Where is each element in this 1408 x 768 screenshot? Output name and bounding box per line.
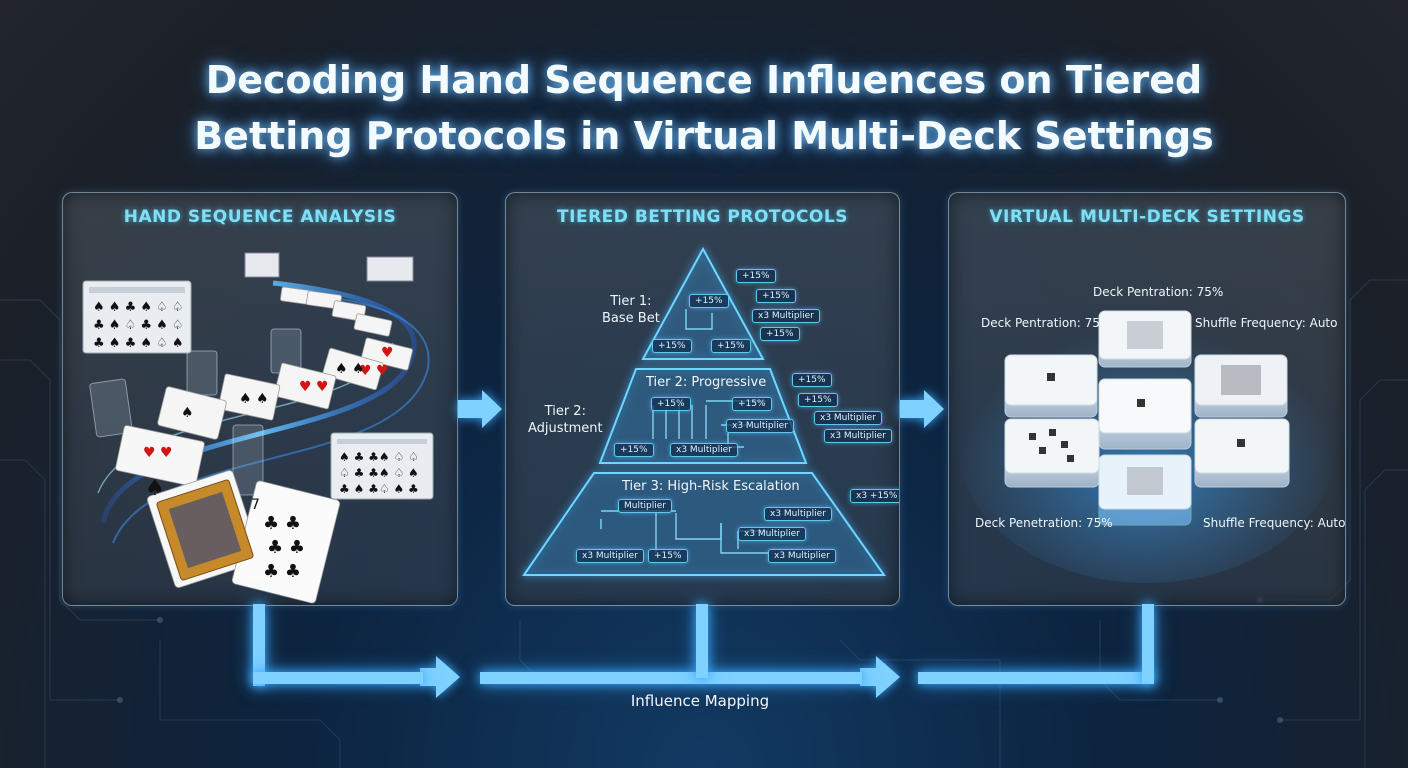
tier-1-side-chip: +15%: [736, 269, 776, 283]
arrow-right-icon: [900, 390, 944, 428]
svg-text:♠ ♣ ♣♠ ♤ ♤: ♠ ♣ ♣♠ ♤ ♤: [339, 450, 419, 464]
tier-2-side-chip: +15%: [792, 373, 832, 387]
tier-2-side-chip: x3 Multiplier: [814, 411, 882, 425]
tier-2-side-line-1: Tier 2:: [544, 404, 586, 419]
svg-text:♣ ♣: ♣ ♣: [267, 537, 305, 558]
tier-2-chip: +15%: [614, 443, 654, 457]
deck-penetration-top: Deck Pentration: 75%: [1093, 285, 1224, 299]
tier-3-chip: x3 Multiplier: [764, 507, 832, 521]
suit-grid-board-left: ♠ ♠ ♣ ♠ ♤ ♤ ♣ ♠ ♤ ♣ ♠ ♤ ♣ ♠ ♣ ♠ ♤ ♠: [82, 280, 192, 354]
influence-mapping-label: Influence Mapping: [630, 692, 770, 710]
flow-line: [253, 672, 423, 684]
tier-3-chip: x3 Multiplier: [738, 527, 806, 541]
tier-1-side-chip: +15%: [756, 289, 796, 303]
svg-text:♥ ♥: ♥ ♥: [143, 445, 173, 461]
tier-1-line-2: Base Bet: [602, 311, 660, 326]
tier-1-side-chip: +15%: [760, 327, 800, 341]
arrow-right-icon: [458, 390, 502, 428]
deck-stack-illustration: [957, 303, 1337, 583]
tier-1-chip: +15%: [711, 339, 751, 353]
deck-penetration-lower-left: Deck Penetration: 75%: [975, 516, 1113, 530]
hand-sequence-panel: HAND SEQUENCE ANALYSIS ♠ ♠ ♣ ♠ ♤ ♤ ♣ ♠ ♤…: [62, 192, 458, 606]
deck-stacks: [1004, 310, 1290, 526]
tier-2-chip: x3 Multiplier: [670, 443, 738, 457]
shuffle-frequency-right: Shuffle Frequency: Auto: [1195, 316, 1338, 330]
main-title-line-2: Betting Protocols in Virtual Multi-Deck …: [194, 114, 1214, 158]
tier-2-chip: +15%: [651, 397, 691, 411]
tier-1-side-chip: x3 Multiplier: [752, 309, 820, 323]
svg-text:♠: ♠: [181, 405, 194, 421]
tier-3-chip: x3 Multiplier: [768, 549, 836, 563]
svg-text:♠ ♠: ♠ ♠: [335, 361, 365, 377]
tier-3-chip: Multiplier: [618, 499, 672, 513]
tier-2-chip: +15%: [732, 397, 772, 411]
tier-1-chip: +15%: [652, 339, 692, 353]
tier-1-label: Tier 1: Base Bet: [602, 293, 660, 327]
svg-text:♥ ♥: ♥ ♥: [359, 363, 389, 379]
flow-line: [696, 604, 708, 678]
tier-3-side-chip: x3 +15%: [850, 489, 899, 503]
multi-deck-panel: VIRTUAL MULTI-DECK SETTINGS: [948, 192, 1346, 606]
shuffle-frequency-lower-right: Shuffle Frequency: Auto: [1203, 516, 1346, 530]
main-title: Decoding Hand Sequence Influences on Tie…: [0, 52, 1408, 164]
svg-text:♣ ♠ ♣ ♠ ♤ ♠: ♣ ♠ ♣ ♠ ♤ ♠: [93, 336, 184, 351]
svg-text:♥: ♥: [381, 345, 394, 361]
flow-line: [1142, 604, 1154, 684]
svg-text:7: 7: [251, 497, 260, 513]
arrow-right-icon: [420, 656, 460, 698]
flow-line: [918, 672, 1154, 684]
tier-3-chip: x3 Multiplier: [576, 549, 644, 563]
tier-3-chip: +15%: [648, 549, 688, 563]
main-title-line-1: Decoding Hand Sequence Influences on Tie…: [205, 58, 1203, 102]
tier-3-header: Tier 3: High-Risk Escalation: [622, 479, 800, 494]
suit-grid-board-right: ♠ ♣ ♣♠ ♤ ♤ ♤ ♣ ♣♠ ♤ ♠ ♣ ♠ ♣♤ ♠ ♣: [330, 432, 434, 500]
svg-text:♠: ♠: [145, 476, 165, 501]
svg-text:♣ ♣: ♣ ♣: [263, 513, 301, 534]
tier-2-chip: x3 Multiplier: [726, 419, 794, 433]
flow-line: [253, 604, 265, 686]
tier-2-side-chip: +15%: [798, 393, 838, 407]
tier-1-line-1: Tier 1:: [610, 294, 652, 309]
tier-2-header: Tier 2: Progressive: [646, 375, 767, 390]
svg-text:♠ ♠: ♠ ♠: [239, 391, 269, 407]
tier-1-chip: +15%: [689, 294, 729, 308]
mini-grid-board-top: [244, 252, 414, 282]
svg-text:♣ ♠ ♣♤ ♠ ♣: ♣ ♠ ♣♤ ♠ ♣: [339, 482, 419, 496]
tiered-betting-title: TIERED BETTING PROTOCOLS: [557, 207, 848, 227]
flow-line: [480, 672, 862, 684]
svg-text:♠ ♠ ♣ ♠ ♤ ♤: ♠ ♠ ♣ ♠ ♤ ♤: [93, 300, 184, 315]
arrow-right-icon: [860, 656, 900, 698]
svg-text:♤ ♣ ♣♠ ♤ ♠: ♤ ♣ ♣♠ ♤ ♠: [339, 466, 419, 480]
deck-penetration-left: Deck Pentration: 75%: [981, 316, 1112, 330]
hand-sequence-title: HAND SEQUENCE ANALYSIS: [123, 207, 397, 227]
card-sequence-illustration: ♠ ♠ ♣ ♠ ♤ ♤ ♣ ♠ ♤ ♣ ♠ ♤ ♣ ♠ ♣ ♠ ♤ ♠ ♠ ♣ …: [82, 252, 434, 604]
tier-2-side-line-2: Adjustment: [528, 421, 603, 436]
svg-text:♣ ♣: ♣ ♣: [263, 561, 301, 582]
svg-text:♣ ♠ ♤ ♣ ♠ ♤: ♣ ♠ ♤ ♣ ♠ ♤: [93, 318, 184, 333]
tiered-betting-panel: TIERED BETTING PROTOCOLS Tier 1: Base Be…: [505, 192, 900, 606]
tier-2-side-label: Tier 2: Adjustment: [528, 403, 603, 437]
tier-2-side-chip: x3 Multiplier: [824, 429, 892, 443]
svg-text:♥ ♥: ♥ ♥: [299, 379, 329, 395]
multi-deck-title: VIRTUAL MULTI-DECK SETTINGS: [989, 207, 1305, 227]
